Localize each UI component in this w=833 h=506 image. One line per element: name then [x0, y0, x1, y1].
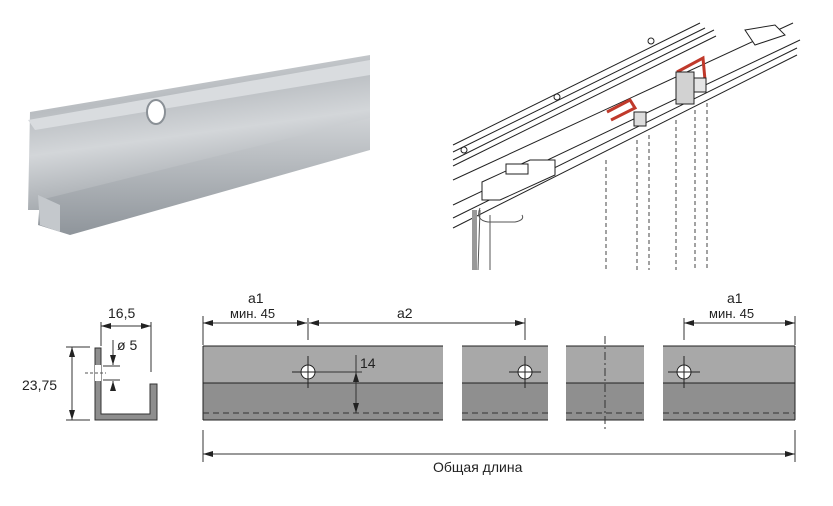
a2-label: a2 [397, 305, 413, 321]
bar-segment-1 [202, 345, 443, 421]
profile-height-label: 23,75 [22, 377, 57, 393]
a1-left-min-label: мин. 45 [230, 306, 275, 321]
profile-cross-section: 16,5 ø 5 23,75 [22, 305, 158, 421]
bar-segment-2 [462, 345, 548, 421]
a1-left-label: a1 [248, 290, 264, 306]
a1-right-min-label: мин. 45 [709, 306, 754, 321]
profile-width-label: 16,5 [108, 305, 135, 321]
bar-segment-4 [663, 345, 796, 421]
total-length-label: Общая длина [433, 459, 523, 475]
hole-height-label: 14 [360, 355, 376, 371]
mounting-hole-1 [292, 356, 324, 388]
mounting-hole-3 [668, 356, 700, 388]
profile-photo [28, 55, 370, 235]
installation-illustration [452, 22, 801, 271]
bar-segment-3 [566, 336, 644, 430]
front-view: 14 a1 мин. 45 a2 a1 мин. 45 Общая длина [202, 290, 796, 475]
mounting-hole-2 [509, 356, 541, 388]
a1-right-label: a1 [727, 290, 743, 306]
hole-diameter-label: ø 5 [117, 337, 137, 353]
